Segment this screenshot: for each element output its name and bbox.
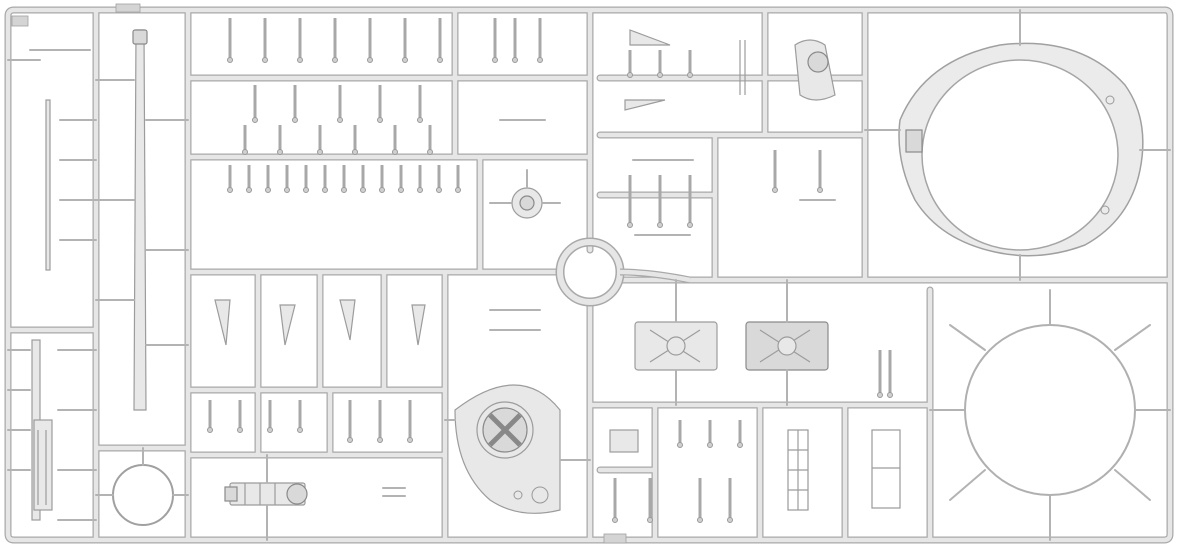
pin-head [657,72,663,78]
pin-head [341,187,347,193]
pin-head [455,187,461,193]
pin-head [379,187,385,193]
pin-head [887,392,893,398]
pin-head [772,187,778,193]
pin-head [317,149,323,155]
pin-head [262,57,268,63]
pin-head [377,117,383,123]
pin-head [392,149,398,155]
pin-head [265,187,271,193]
misc-gates [382,119,836,497]
small-pin-parts [207,18,893,523]
pin-head [297,57,303,63]
pin-head [277,149,283,155]
large-ring-part [864,9,1171,281]
pin-head [737,442,743,448]
pin-head [246,187,252,193]
pin-head [252,117,258,123]
turret-ring-part [444,384,591,514]
pin-head [352,149,358,155]
pin-head [512,57,518,63]
pin-head [687,222,693,228]
pin-head [647,517,653,523]
pin-head [612,517,618,523]
pin-head [727,517,733,523]
pin-head [627,72,633,78]
pin-head [537,57,543,63]
pin-head [367,57,373,63]
pin-head [627,222,633,228]
thin-ring-part [929,289,1171,541]
pin-head [492,57,498,63]
pin-head [360,187,366,193]
pin-head [292,117,298,123]
dome-part [739,39,836,101]
pin-head [677,442,683,448]
pin-head [297,427,303,433]
pin-head [227,57,233,63]
hatch-part [489,169,561,219]
pin-head [437,57,443,63]
pin-head [377,437,383,443]
pin-head [207,427,213,433]
pin-head [322,187,328,193]
pin-head [237,427,243,433]
bracket-parts [214,29,671,346]
pin-head [417,117,423,123]
pin-head [817,187,823,193]
pin-head [417,187,423,193]
pin-head [227,187,233,193]
pin-head [697,517,703,523]
pin-head [398,187,404,193]
pin-head [407,437,413,443]
pin-head [337,117,343,123]
frame-rails [4,3,1174,544]
gun-barrel-part [95,29,189,526]
pin-head [347,437,353,443]
pin-head [242,149,248,155]
left-rod-parts [7,49,97,521]
pin-head [657,222,663,228]
pin-head [267,427,273,433]
pin-head [402,57,408,63]
pin-head [332,57,338,63]
plate-parts [634,279,829,406]
pin-head [877,392,883,398]
grille-parts [609,429,901,511]
pin-head [284,187,290,193]
pin-head [707,442,713,448]
pin-head [436,187,442,193]
engine-block-part [224,454,308,541]
pin-head [687,72,693,78]
pin-head [427,149,433,155]
pin-head [303,187,309,193]
